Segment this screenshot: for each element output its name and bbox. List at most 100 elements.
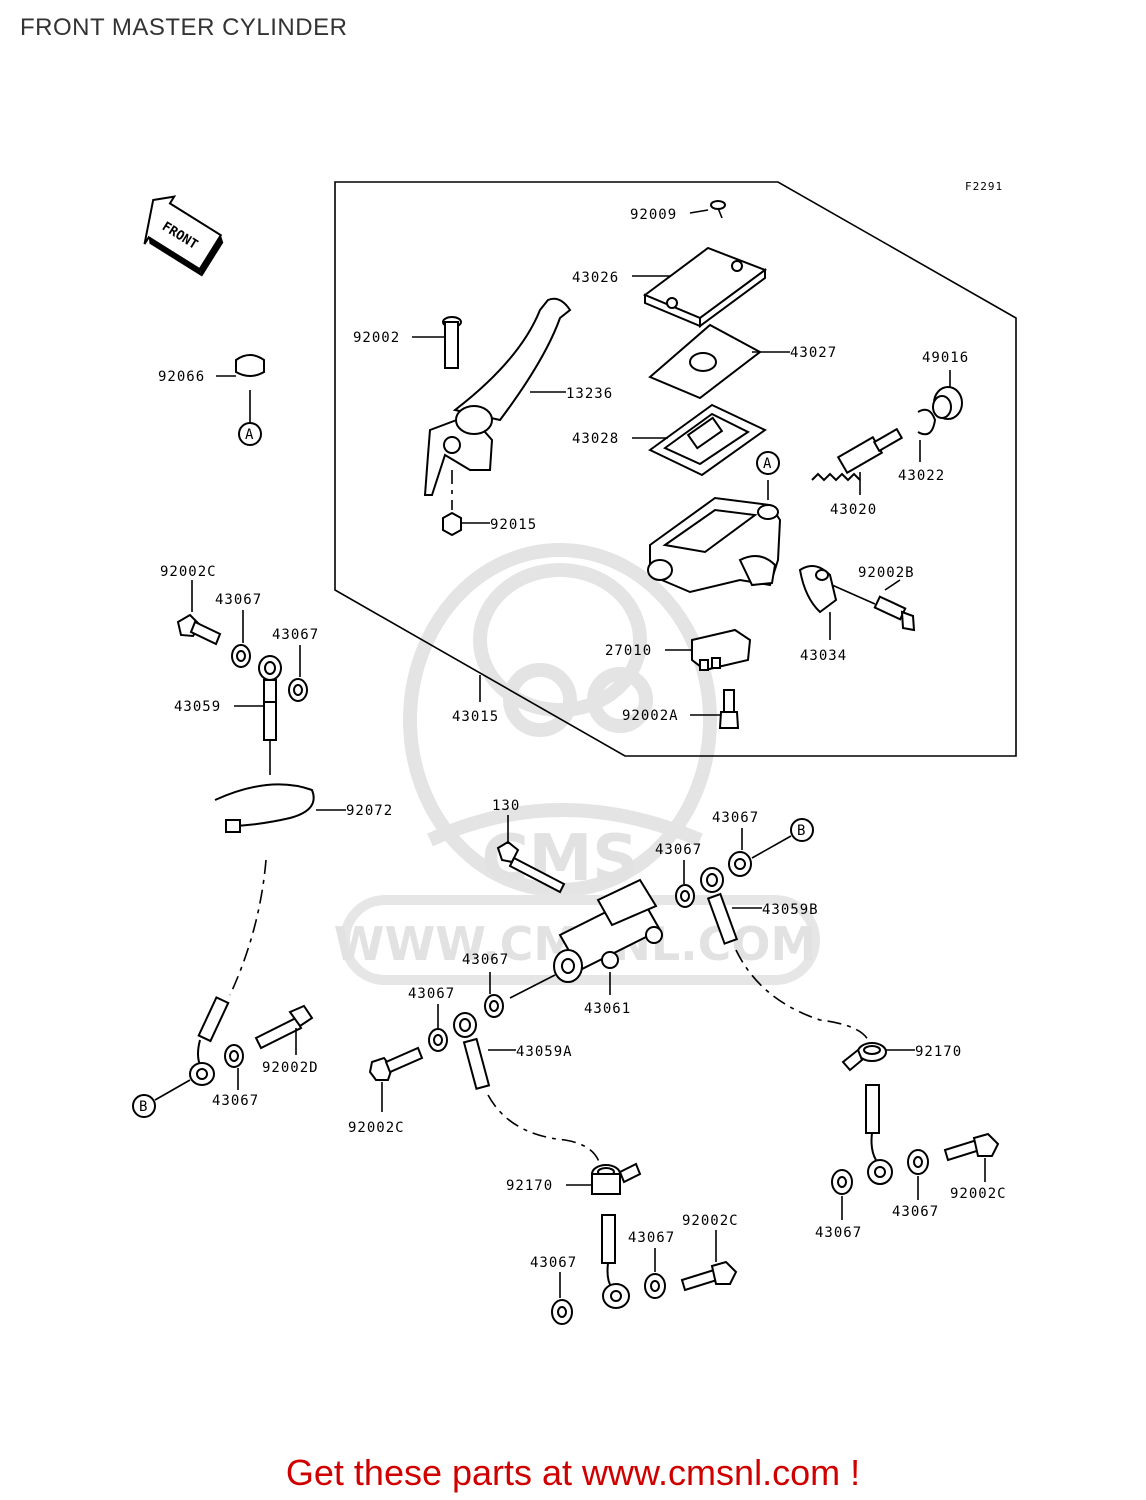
label-43067-h: 43067	[815, 1225, 862, 1241]
label-92002C-a: 92002C	[160, 564, 217, 580]
hose-path-bottom	[487, 1094, 601, 1166]
label-43028: 43028	[572, 431, 619, 447]
part-92009-screw	[689, 200, 726, 219]
part-92002C-bolt-mid	[368, 1046, 424, 1112]
part-43034-holder	[798, 565, 838, 640]
label-43067-d: 43067	[655, 842, 702, 858]
callout-a-assembly: A	[756, 451, 780, 475]
label-92066: 92066	[158, 369, 205, 385]
figure-code: F2291	[965, 180, 1003, 193]
label-43022: 43022	[898, 468, 945, 484]
watermark: CMS WWW.CMSNL.COM	[334, 543, 820, 985]
label-92170-b: 92170	[915, 1044, 962, 1060]
svg-text:A: A	[763, 456, 772, 472]
svg-text:B: B	[139, 1099, 148, 1115]
part-27010-switch	[665, 628, 752, 672]
part-43059B-hose	[700, 867, 762, 945]
part-92066-cap	[216, 354, 265, 377]
label-92009: 92009	[630, 207, 677, 223]
part-43020-piston	[811, 427, 904, 495]
label-43067-b: 43067	[272, 627, 319, 643]
part-43067-washer-c	[728, 828, 752, 877]
label-43067-a: 43067	[215, 592, 262, 608]
label-13236: 13236	[566, 386, 613, 402]
hose-path-right	[735, 949, 869, 1041]
part-43067-washer-e	[484, 972, 556, 1018]
label-43067-i: 43067	[892, 1204, 939, 1220]
part-92002B-bolt	[831, 579, 916, 632]
part-43027-plate	[648, 323, 790, 400]
label-92072: 92072	[346, 803, 393, 819]
label-92002: 92002	[353, 330, 400, 346]
svg-text:A: A	[245, 427, 254, 443]
part-92002C-bolt-right	[943, 1132, 1000, 1182]
callout-b-left: B	[132, 1079, 191, 1118]
part-92002D-bolt	[254, 1004, 314, 1055]
part-43067-washer-g	[551, 1272, 573, 1325]
part-92015-nut	[442, 470, 490, 537]
label-43067-c: 43067	[712, 810, 759, 826]
part-43067-washer-f	[428, 1004, 448, 1052]
label-27010: 27010	[605, 643, 652, 659]
part-43067-washer-b	[288, 645, 308, 702]
part-43028-diaphragm	[632, 403, 767, 477]
parts-diagram: CMS WWW.CMSNL.COM F2291 FRONT 92009 4302…	[132, 180, 1017, 1325]
part-92002C-bolt-upper	[176, 580, 222, 646]
part-92170-clamp-right	[841, 1042, 915, 1072]
label-43015: 43015	[452, 709, 499, 725]
part-43067-washer-j	[644, 1248, 666, 1299]
part-43067-washer-a	[231, 610, 251, 668]
part-130-bolt	[496, 815, 566, 894]
label-43067-j: 43067	[628, 1230, 675, 1246]
page-title: FRONT MASTER CYLINDER	[20, 14, 348, 41]
part-43015-master-cylinder	[647, 480, 782, 594]
label-92015: 92015	[490, 517, 537, 533]
label-43027: 43027	[790, 345, 837, 361]
label-92002B: 92002B	[858, 565, 915, 581]
part-49016-boot	[932, 370, 963, 420]
part-43061-joint	[553, 878, 663, 995]
label-43067-f: 43067	[408, 986, 455, 1002]
label-43059: 43059	[174, 699, 221, 715]
part-43067-washer-d	[675, 860, 695, 908]
label-43020: 43020	[830, 502, 877, 518]
assembly-outline	[334, 181, 1017, 757]
label-43034: 43034	[800, 648, 847, 664]
callout-a-cap: A	[238, 390, 262, 446]
part-92072-clamp	[214, 783, 346, 833]
part-92002C-bolt-bottom	[680, 1230, 738, 1292]
label-43059B: 43059B	[762, 902, 819, 918]
part-92170-clamp-bottom	[566, 1162, 642, 1195]
label-92002D: 92002D	[262, 1060, 319, 1076]
part-hose-end-right	[865, 1084, 893, 1185]
part-92002-pivot-bolt	[412, 316, 462, 369]
label-49016: 49016	[922, 350, 969, 366]
label-43067-k: 43067	[212, 1093, 259, 1109]
part-43026-cap	[632, 246, 768, 328]
label-92002C-d: 92002C	[950, 1186, 1007, 1202]
svg-text:B: B	[797, 823, 806, 839]
part-92002A-screw	[690, 689, 740, 729]
part-43059-hose	[234, 655, 282, 775]
label-92002C-c: 92002C	[682, 1213, 739, 1229]
part-43067-washer-i	[907, 1149, 929, 1200]
callout-b-right: B	[751, 818, 814, 859]
label-92002A: 92002A	[622, 708, 679, 724]
label-92002C-b: 92002C	[348, 1120, 405, 1136]
part-43022-circlip	[917, 408, 937, 462]
label-43026: 43026	[572, 270, 619, 286]
label-43067-g: 43067	[530, 1255, 577, 1271]
part-hose-end-bottom	[601, 1214, 630, 1309]
part-hose-end-left	[189, 996, 230, 1086]
part-43059A-hose	[453, 1012, 516, 1090]
label-92170-a: 92170	[506, 1178, 553, 1194]
front-arrow-icon: FRONT	[143, 195, 224, 277]
label-43067-e: 43067	[462, 952, 509, 968]
footer-link[interactable]: Get these parts at www.cmsnl.com !	[285, 1452, 861, 1493]
label-43059A: 43059A	[516, 1044, 573, 1060]
label-43061: 43061	[584, 1001, 631, 1017]
part-43067-washer-k	[224, 1044, 244, 1090]
part-43067-washer-h	[831, 1169, 853, 1220]
part-13236-lever	[423, 297, 572, 496]
hose-path-left	[229, 859, 267, 996]
